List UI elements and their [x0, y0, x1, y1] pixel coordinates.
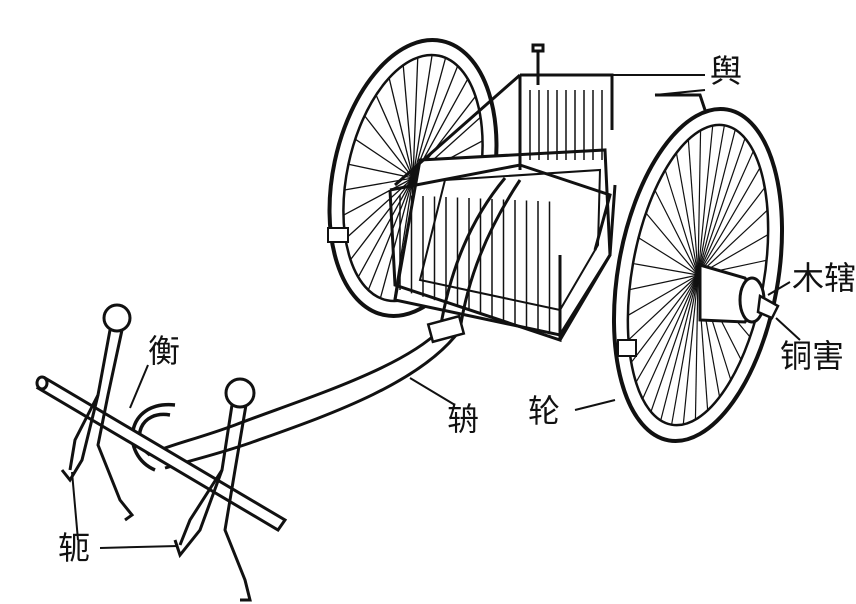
wheel-spoke: [632, 262, 699, 276]
wheel-spoke: [412, 57, 447, 179]
wheel-spoke: [675, 152, 699, 276]
wheel-spoke: [388, 77, 414, 179]
wheel-spoke: [364, 115, 414, 179]
neck-yoke-left: [60, 303, 135, 522]
yoke-bar: [35, 375, 288, 532]
wheel-spoke: [412, 57, 419, 179]
wheel-spoke: [638, 237, 699, 276]
wheel-spoke: [635, 274, 699, 383]
wheel-spoke: [627, 274, 699, 316]
wheel-spoke: [697, 138, 746, 276]
wheel-spoke: [697, 187, 766, 276]
neck-yoke-right: [173, 377, 256, 602]
label-heng: 衡: [148, 332, 181, 370]
wheel-spoke: [628, 274, 699, 341]
wheel-spoke: [682, 274, 699, 425]
label-zhou: 辀: [447, 400, 480, 438]
wheel-spoke: [671, 274, 699, 425]
wheel-spoke: [650, 274, 699, 412]
wheel-spoke: [687, 139, 699, 276]
wheel-spoke: [654, 189, 699, 276]
wheel-spoke: [697, 167, 761, 276]
wheel-spoke: [697, 129, 736, 276]
front-wheel: [611, 106, 785, 444]
leader-lines: [71, 74, 801, 549]
label-tong-wei: 铜害: [780, 337, 845, 375]
label-lun: 轮: [528, 392, 561, 430]
wheel-spoke: [697, 125, 725, 276]
wheel-spoke: [354, 138, 414, 179]
wheel-spoke: [664, 169, 699, 276]
wheel-spoke: [367, 177, 414, 291]
wheel-spoke: [645, 212, 699, 276]
wheel-spoke: [697, 150, 754, 276]
wheel-spoke: [349, 177, 414, 261]
label-yu: 舆: [710, 52, 743, 90]
wheel-spoke: [697, 130, 702, 276]
wheel-spoke: [375, 94, 414, 179]
wheel-spoke: [642, 274, 699, 400]
wheel-spoke: [379, 177, 414, 299]
wheel-spoke: [697, 209, 768, 276]
wheel-spoke: [694, 274, 699, 420]
wheel-spoke: [629, 274, 699, 291]
wheel-spoke: [348, 163, 414, 179]
wheel-spoke: [660, 274, 699, 421]
wheel-spoke: [402, 65, 414, 179]
wheel-spoke: [697, 125, 714, 276]
wheel-spoke: [630, 274, 699, 363]
wheel-spoke: [412, 54, 433, 179]
label-e: 轭: [58, 529, 91, 567]
wheel-spoke: [357, 177, 414, 278]
label-mu-xia: 木辖: [792, 259, 856, 297]
wheel-spoke: [343, 177, 414, 216]
